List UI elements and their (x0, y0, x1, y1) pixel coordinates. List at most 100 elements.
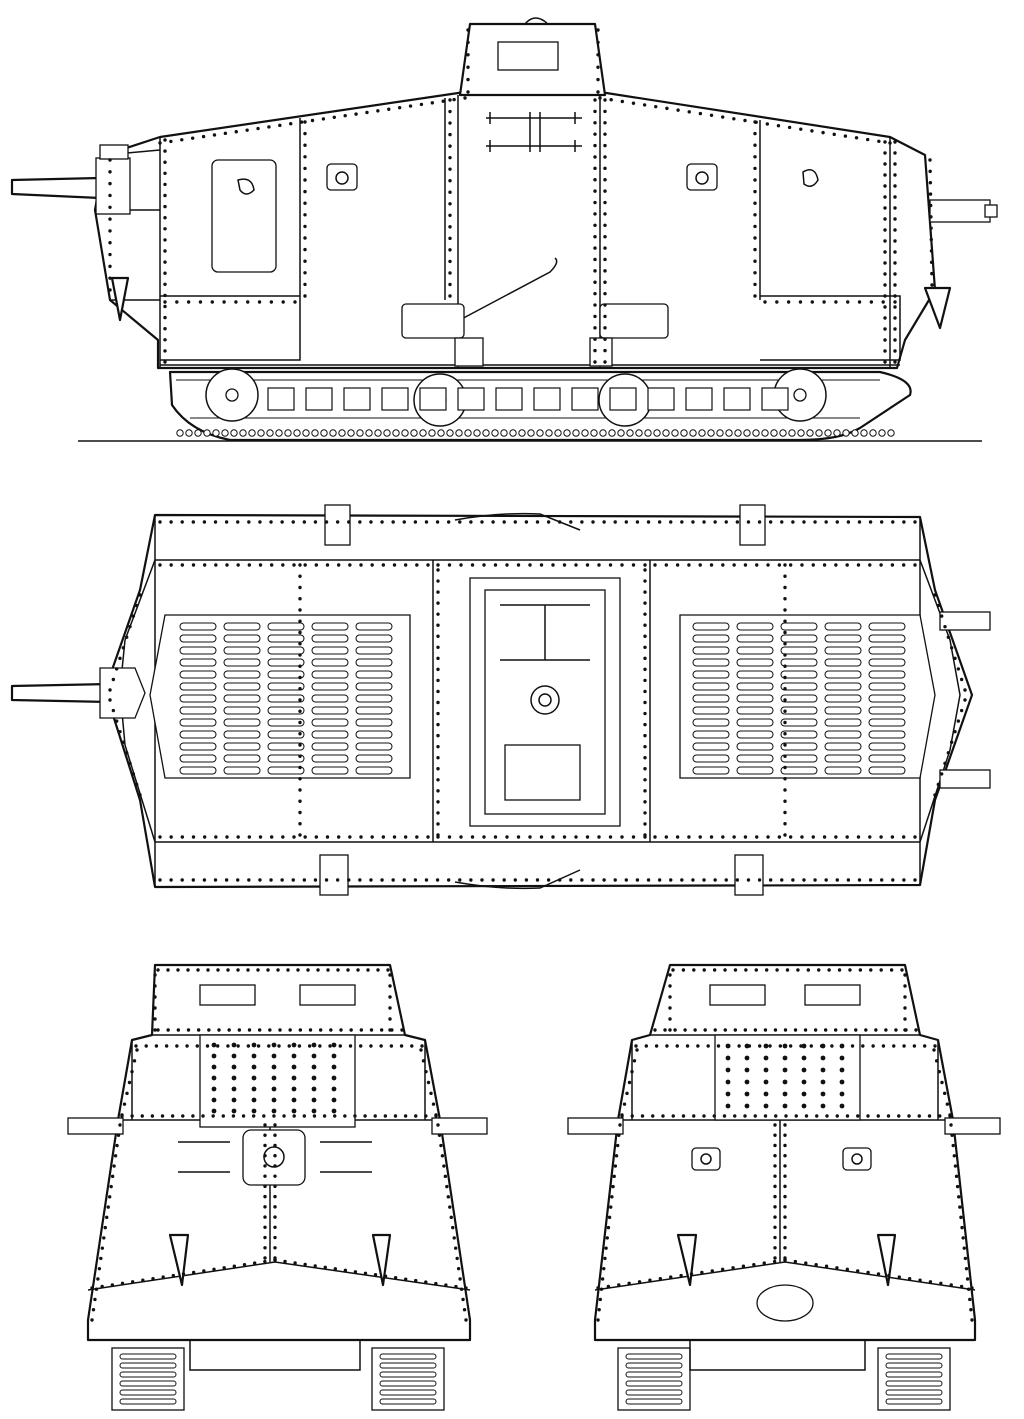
rivet (94, 1287, 99, 1291)
rivet (643, 833, 647, 837)
track-shoe (119, 1371, 177, 1378)
rivet (196, 968, 200, 972)
rivet (783, 653, 787, 657)
track-shoe (885, 1362, 943, 1369)
grille-slot (355, 742, 393, 751)
rivet (436, 744, 440, 749)
rivet (480, 878, 484, 882)
rivet (783, 833, 787, 837)
rivet (669, 520, 673, 524)
rivet (524, 878, 529, 882)
grille-slot (223, 682, 261, 691)
rivet (436, 711, 440, 716)
rivet (593, 257, 597, 262)
track-link (824, 429, 832, 437)
rivet (603, 1256, 607, 1261)
rivet (968, 1297, 972, 1302)
rivet (593, 326, 597, 330)
rivet (574, 563, 578, 567)
side-hull-body (93, 90, 937, 370)
rivet (893, 162, 897, 166)
rivet (591, 878, 595, 882)
grille-slot (692, 670, 730, 679)
grille-slot (692, 658, 730, 667)
rivet (922, 1044, 927, 1048)
rivet (856, 1114, 860, 1118)
track-link (383, 429, 391, 437)
vent-hole (291, 1097, 297, 1103)
rivet (303, 189, 307, 194)
rivet (336, 563, 341, 567)
rivet (118, 729, 122, 734)
rivet (505, 835, 509, 839)
rivet (945, 1102, 950, 1106)
rivet (664, 563, 669, 567)
rivet (469, 520, 473, 524)
rivet (722, 1114, 727, 1118)
rivet (348, 1044, 353, 1048)
rivet (706, 1044, 710, 1048)
rivet (214, 563, 218, 567)
rivet (286, 968, 290, 972)
rivet (421, 1059, 426, 1063)
rivet (448, 294, 452, 298)
rivet (201, 134, 206, 139)
rivet (353, 1114, 357, 1118)
rivet (702, 520, 706, 524)
rivet (680, 520, 684, 524)
rivet (436, 623, 440, 627)
rivet (685, 1044, 690, 1048)
rivet (131, 772, 136, 776)
rivet (603, 326, 607, 330)
rivet (97, 1266, 102, 1271)
rivet (163, 238, 167, 242)
rivet (448, 271, 452, 275)
rivet (893, 228, 897, 232)
bogie-box (723, 387, 751, 411)
rivet (158, 563, 162, 567)
vent-hole (331, 1075, 337, 1081)
rivet (466, 40, 470, 45)
rivet (791, 520, 795, 524)
rivet (480, 520, 484, 524)
track-link (446, 429, 454, 437)
rivet (606, 1284, 611, 1289)
front-gun-mount (242, 1129, 306, 1186)
rivet (298, 563, 302, 567)
rivet (93, 1297, 97, 1302)
grille-slot (780, 694, 818, 703)
rivet (681, 1114, 686, 1118)
rivet (108, 193, 112, 198)
track-link (590, 429, 598, 437)
vent-hole (311, 1064, 317, 1070)
track-shoe (625, 1353, 683, 1360)
rivet (436, 767, 440, 771)
grille-slot (824, 622, 862, 631)
rivet (569, 520, 573, 524)
rivet (470, 835, 475, 839)
rivet (310, 118, 315, 123)
rivet (236, 968, 240, 972)
rivet (452, 97, 456, 102)
rivet (793, 1259, 798, 1264)
rivet (733, 968, 738, 972)
rivet (323, 1265, 327, 1270)
rivet (593, 234, 597, 239)
rivet (303, 271, 307, 275)
rivet (643, 568, 647, 572)
rivet (436, 634, 440, 638)
rivet (883, 162, 887, 166)
grille-slot (179, 682, 217, 691)
rivet (612, 1174, 616, 1179)
rivet (358, 878, 362, 882)
rivet (313, 520, 318, 524)
rivet (857, 300, 862, 304)
rivet (591, 520, 595, 524)
rivet (291, 878, 295, 882)
rivet (383, 1114, 388, 1118)
rivet (333, 1267, 338, 1271)
rivet (810, 129, 814, 133)
rivet (675, 563, 680, 567)
rivet (436, 778, 440, 782)
rivet (671, 968, 675, 972)
